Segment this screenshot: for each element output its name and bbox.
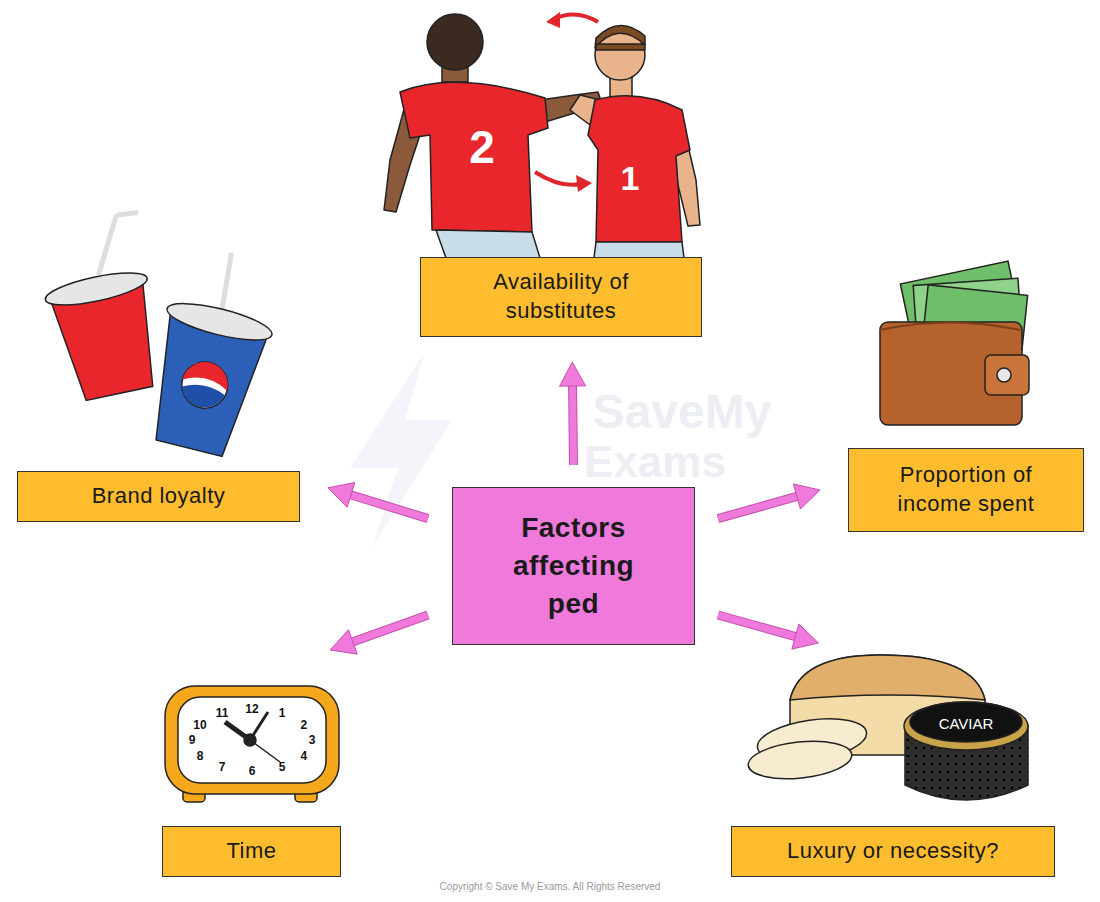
shirt-number: 1 — [621, 161, 640, 195]
clock-number: 6 — [249, 765, 256, 777]
connector-line — [718, 615, 797, 637]
connector-line — [718, 496, 799, 519]
blue-cup-part — [177, 357, 233, 413]
factor-box: Proportion of income spent — [848, 448, 1084, 532]
wallet-part — [985, 355, 1029, 395]
box-label: Brand loyalty — [92, 482, 226, 511]
wallet-part — [880, 322, 1022, 425]
box-label: Proportion of income spent — [889, 461, 1043, 518]
clock-number: 2 — [301, 719, 308, 731]
blue-cup-part — [164, 296, 275, 347]
bread-part — [746, 737, 853, 784]
connector-outline — [568, 384, 578, 465]
connector-arrow — [718, 484, 820, 519]
factor-box: Luxury or necessity? — [731, 826, 1055, 877]
swap-arrows-part — [535, 172, 580, 185]
factor-box: Time — [162, 826, 341, 877]
caviar-jar-part — [904, 702, 1028, 750]
blue-cup-part — [178, 380, 226, 412]
watermark-logo — [350, 352, 452, 548]
connector-arrow — [718, 615, 818, 649]
clock-number: 12 — [245, 703, 258, 715]
factor-box: Brand loyalty — [17, 471, 300, 522]
alarm-clock-part — [244, 734, 256, 746]
arrow-head — [330, 630, 357, 654]
footballer-two-part — [436, 230, 540, 258]
connector-arrow — [328, 482, 428, 518]
blue-cup — [136, 241, 289, 461]
factor-box: Availability of substitutes — [420, 257, 702, 337]
red-cup — [31, 211, 174, 405]
clock-number: 4 — [301, 750, 308, 762]
shirt-number: 2 — [469, 124, 495, 170]
copyright-note: Copyright © Save My Exams. All Rights Re… — [440, 882, 661, 892]
footballer-two — [384, 14, 602, 258]
connector-outline — [351, 615, 428, 643]
clock-number: 9 — [189, 734, 196, 746]
blue-cup-part — [216, 253, 237, 317]
bread-part — [790, 655, 985, 700]
footballer-one — [570, 25, 700, 258]
connector-arrow — [330, 615, 428, 654]
connector-line — [349, 494, 428, 518]
wallet-part — [880, 323, 1020, 331]
red-cup-part — [87, 215, 128, 275]
clock-number: 10 — [193, 719, 206, 731]
footballer-two-part — [427, 14, 483, 70]
connector-outline — [718, 496, 799, 519]
footballer-one-part — [588, 96, 690, 242]
caviar-jar-part — [910, 702, 1022, 742]
alarm-clock — [165, 686, 339, 802]
arrow-head — [793, 484, 820, 509]
red-cup-part — [43, 266, 150, 311]
central-box: Factors affecting ped — [452, 487, 695, 645]
connector-outline — [349, 494, 428, 518]
box-label: Factors affecting ped — [503, 509, 644, 622]
arrow-head — [792, 624, 819, 649]
watermark-logo-part — [350, 352, 452, 548]
connector-line — [351, 615, 428, 643]
caviar-jar — [904, 702, 1028, 800]
box-label: Luxury or necessity? — [787, 837, 999, 866]
connector-line — [569, 384, 577, 465]
watermark: SaveMy — [593, 388, 772, 436]
clock-number: 11 — [216, 707, 229, 719]
clock-number: 3 — [309, 734, 316, 746]
arrow-head — [560, 362, 586, 386]
box-label: Time — [226, 837, 276, 866]
watermark: Exams — [584, 440, 726, 484]
alarm-clock-part — [178, 697, 326, 783]
wallet — [880, 261, 1029, 425]
jar-label: CAVIAR — [939, 716, 994, 731]
arrow-head — [328, 482, 355, 507]
clock-number: 5 — [279, 761, 286, 773]
red-cup-part — [116, 211, 138, 218]
clock-number: 1 — [279, 707, 286, 719]
wallet-part — [997, 368, 1011, 382]
swap-arrows-part — [576, 175, 592, 192]
clock-number: 7 — [219, 761, 226, 773]
clock-number: 8 — [197, 750, 204, 762]
connector-arrow — [560, 362, 586, 465]
footballer-two-part — [400, 82, 548, 232]
swap-arrows — [535, 12, 598, 192]
swap-arrows-part — [546, 12, 560, 28]
footballer-one-part — [596, 44, 645, 50]
alarm-clock-part — [165, 686, 339, 794]
box-label: Availability of substitutes — [473, 268, 649, 325]
footballer-one-part — [594, 242, 684, 258]
connector-outline — [718, 615, 797, 637]
